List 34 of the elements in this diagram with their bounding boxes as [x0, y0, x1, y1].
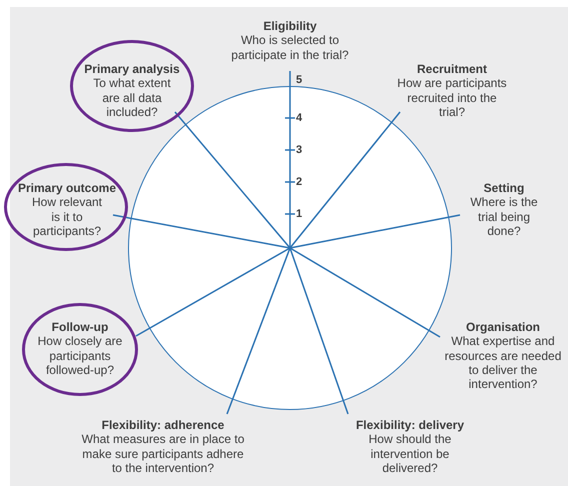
highlight-ellipse — [22, 303, 138, 396]
highlight-ellipse — [4, 163, 128, 251]
spoke-line — [112, 214, 290, 249]
domain-question: To what extent are all data included? — [92, 76, 172, 120]
domain-question: What expertise and resources are needed to deliver the intervention? — [444, 334, 562, 392]
domain-question: How closely are participants followed-up? — [36, 334, 124, 378]
domain-heading: Follow-up — [52, 320, 108, 334]
scale-number: 3 — [296, 144, 302, 156]
scale-number: 4 — [296, 112, 302, 124]
spoke-line — [174, 112, 291, 248]
domain-question: Where is the trial being done? — [469, 195, 539, 238]
domain-heading: Eligibility — [263, 19, 317, 34]
spoke-line — [289, 248, 349, 414]
spoke-line — [289, 71, 291, 248]
domain-heading: Flexibility: adherence — [102, 418, 224, 432]
domain-question: How are participants recruited into the trial? — [396, 76, 508, 120]
domain-heading: Organisation — [466, 320, 540, 334]
scale-number: 1 — [296, 208, 302, 220]
spoke-line — [289, 112, 401, 248]
domain-heading: Flexibility: delivery — [356, 418, 464, 432]
scale-number: 2 — [296, 176, 302, 188]
spoke-line — [290, 214, 460, 249]
domain-question: How should the intervention be delivered? — [368, 432, 452, 476]
domain-heading: Recruitment — [416, 62, 487, 76]
spoke-line — [226, 248, 291, 414]
domain-heading: Primary analysis — [84, 62, 180, 76]
domain-question: How relevant is it to participants? — [30, 195, 104, 238]
domain-question: Who is selected to participate in the trial? — [230, 33, 350, 62]
spoke-line — [290, 247, 440, 338]
spoke-line — [136, 247, 290, 337]
domain-heading: Primary outcome — [18, 181, 116, 196]
scale-number: 5 — [296, 74, 302, 86]
domain-heading: Setting — [484, 181, 524, 196]
domain-question: What measures are in place to make sure participants adhere to the intervention? — [80, 432, 246, 476]
